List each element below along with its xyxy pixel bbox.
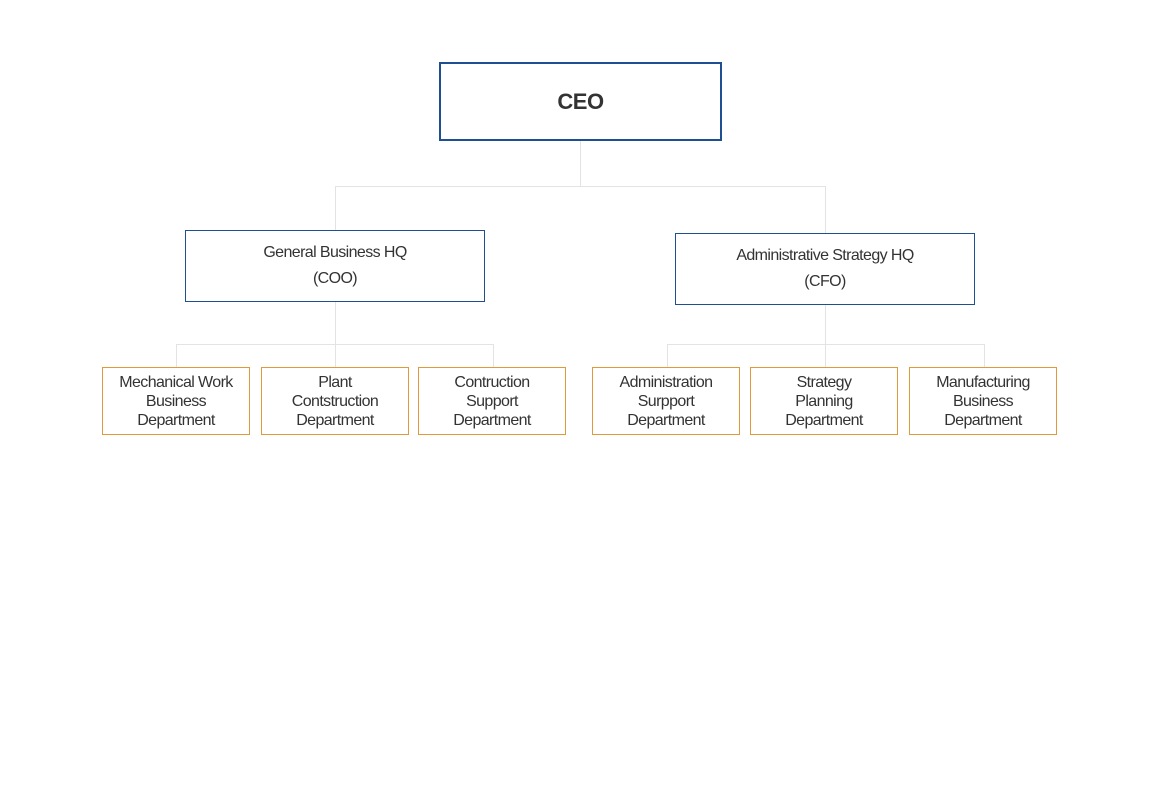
connector-hq-horizontal: [335, 186, 826, 187]
connector-cfo-down: [825, 305, 826, 367]
coo-hq-role: (COO): [312, 270, 358, 287]
ceo-box: CEO: [439, 62, 722, 141]
department-construction-support: Contruction Support Department: [418, 367, 566, 435]
connector-dept-3-up: [493, 344, 494, 367]
connector-coo-down: [335, 302, 336, 367]
connector-cfo-up: [825, 186, 826, 233]
cfo-hq-box: Administrative Strategy HQ (CFO): [675, 233, 975, 305]
connector-dept-4-up: [667, 344, 668, 367]
department-plant-construction: Plant Contstruction Department: [261, 367, 409, 435]
department-strategy-planning: Strategy Planning Department: [750, 367, 898, 435]
connector-dept-1-up: [176, 344, 177, 367]
department-mechanical-work-business: Mechanical Work Business Department: [102, 367, 250, 435]
connector-coo-departments-horizontal: [176, 344, 494, 345]
department-manufacturing-business: Manufacturing Business Department: [909, 367, 1057, 435]
connector-coo-up: [335, 186, 336, 230]
coo-hq-name: General Business HQ: [263, 244, 407, 261]
cfo-hq-role: (CFO): [804, 273, 846, 290]
department-administration-support: Administration Surpport Department: [592, 367, 740, 435]
connector-ceo-down: [580, 141, 581, 187]
cfo-hq-name: Administrative Strategy HQ: [736, 247, 914, 264]
coo-hq-box: General Business HQ (COO): [185, 230, 485, 302]
ceo-label: CEO: [557, 88, 604, 114]
connector-cfo-departments-horizontal: [667, 344, 985, 345]
connector-dept-6-up: [984, 344, 985, 367]
